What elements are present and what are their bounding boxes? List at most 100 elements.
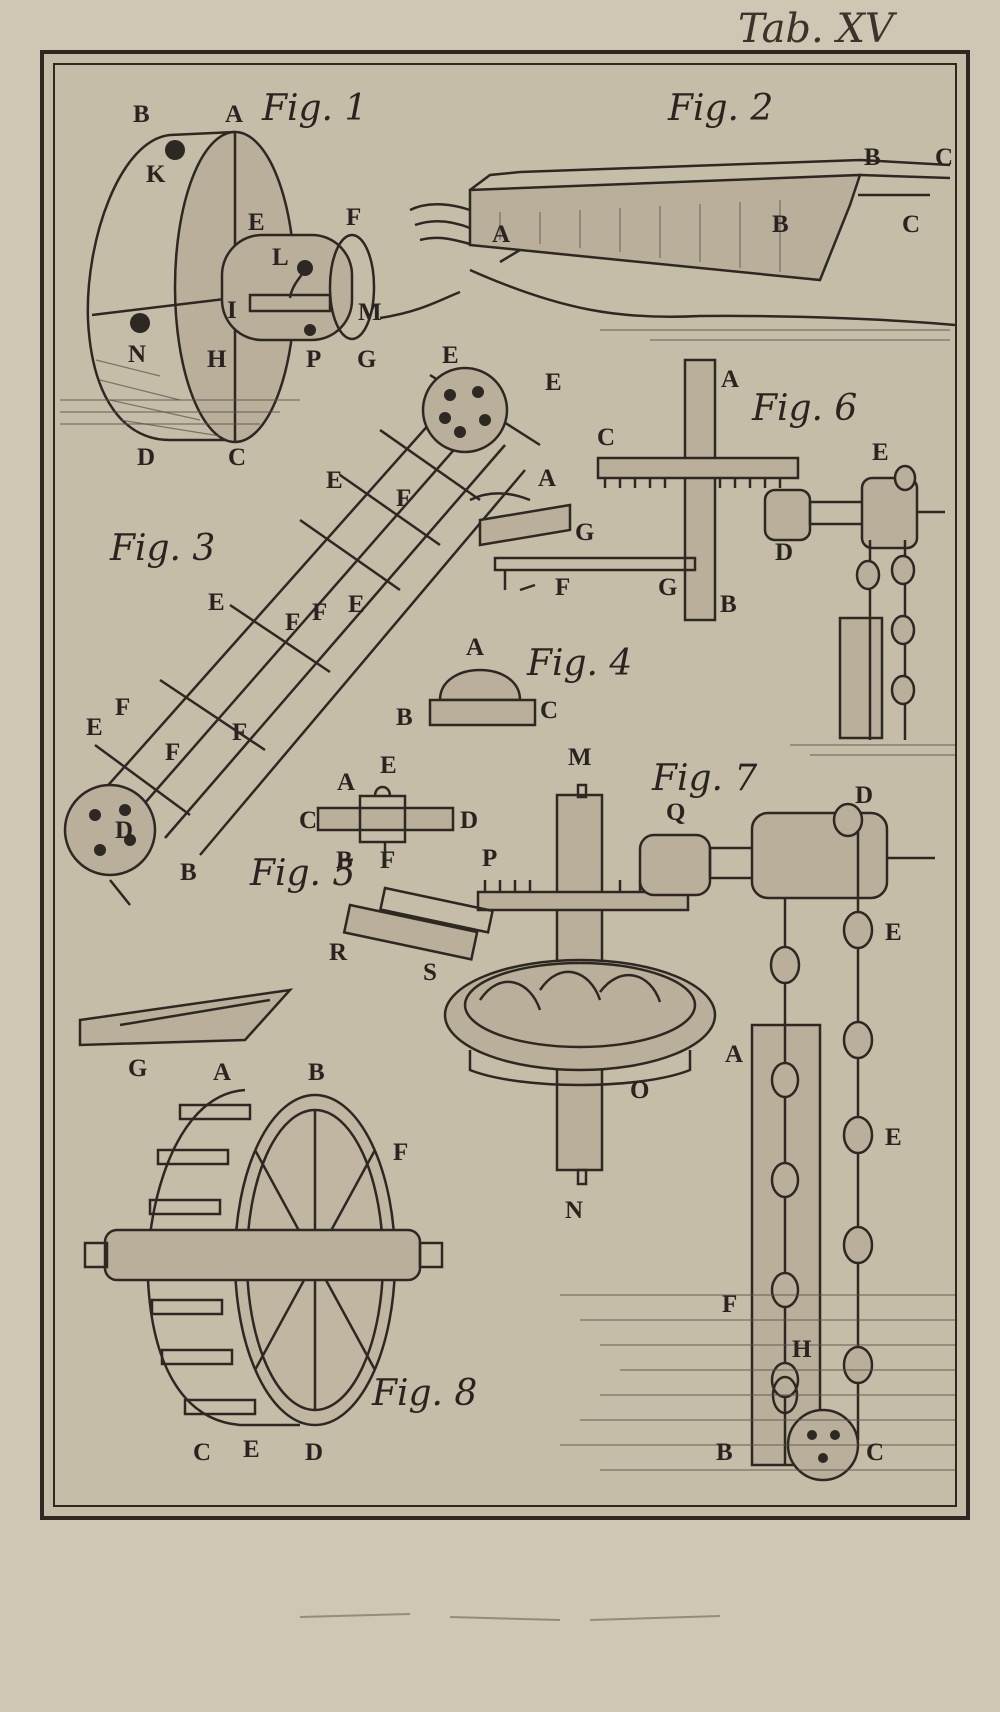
svg-text:O: O (630, 1077, 649, 1104)
svg-text:G: G (128, 1055, 147, 1082)
svg-text:B: B (180, 859, 197, 886)
fig4-labels: A B C (396, 634, 558, 731)
svg-text:C: C (597, 424, 615, 451)
svg-text:E: E (208, 589, 225, 616)
svg-text:A: A (225, 101, 243, 128)
svg-text:B: B (772, 211, 789, 238)
fig6-title: Fig. 6 (751, 388, 857, 429)
svg-text:E: E (243, 1436, 260, 1463)
svg-text:I: I (227, 297, 237, 324)
svg-text:C: C (228, 444, 246, 471)
fig5-labels: A E C D B F (299, 752, 478, 874)
fig5-disk (316, 785, 455, 855)
svg-text:A: A (466, 634, 484, 661)
svg-text:Q: Q (666, 799, 685, 826)
fig7-title: Fig. 7 (651, 758, 757, 799)
svg-text:F: F (722, 1291, 737, 1318)
svg-text:B: B (720, 591, 737, 618)
inner-border (53, 63, 957, 1507)
fig6-labels: A C E D G F B (555, 366, 889, 618)
fig3-chain-ladder (63, 366, 572, 906)
svg-text:A: A (213, 1059, 231, 1086)
svg-text:C: C (902, 211, 920, 238)
svg-text:A: A (337, 769, 355, 796)
svg-text:P: P (482, 845, 497, 872)
svg-text:M: M (568, 744, 592, 771)
svg-text:D: D (305, 1439, 323, 1466)
svg-text:A: A (492, 221, 510, 248)
svg-text:F: F (396, 485, 411, 512)
svg-text:K: K (146, 161, 166, 188)
fig4-title: Fig. 4 (526, 643, 632, 684)
svg-text:F: F (312, 599, 327, 626)
svg-text:B: B (336, 847, 353, 874)
svg-text:E: E (872, 439, 889, 466)
print-smudges (299, 1613, 721, 1621)
svg-text:H: H (207, 346, 227, 373)
svg-text:G: G (658, 574, 677, 601)
svg-text:E: E (545, 369, 562, 396)
svg-text:D: D (460, 807, 478, 834)
water-hatching-upper (60, 399, 300, 425)
svg-text:F: F (346, 204, 361, 231)
fig3-title: Fig. 3 (109, 528, 215, 569)
svg-text:F: F (232, 719, 247, 746)
svg-text:R: R (329, 939, 348, 966)
fig3-labels: E E E F F E F E F E F F D B A G (86, 342, 594, 886)
fig7-labels: M Q D P E R S A O E N F H B C (329, 744, 902, 1466)
svg-text:L: L (272, 244, 289, 271)
svg-text:C: C (193, 1439, 211, 1466)
fig4-dome (428, 668, 537, 727)
fig8-title: Fig. 8 (371, 1373, 477, 1414)
svg-text:E: E (348, 591, 365, 618)
svg-text:H: H (792, 1336, 812, 1363)
fig7-turbine-pump (342, 783, 955, 1482)
svg-text:D: D (855, 782, 873, 809)
svg-text:P: P (306, 346, 321, 373)
svg-text:C: C (935, 144, 953, 171)
fig8-water-wheel (78, 988, 444, 1427)
svg-text:E: E (326, 467, 343, 494)
fig1-title: Fig. 1 (261, 88, 367, 129)
svg-text:S: S (423, 959, 437, 986)
svg-text:B: B (308, 1059, 325, 1086)
svg-text:B: B (864, 144, 881, 171)
svg-text:C: C (299, 807, 317, 834)
svg-text:N: N (128, 341, 146, 368)
fig6-gear-chain (493, 358, 955, 756)
svg-text:D: D (775, 539, 793, 566)
svg-text:E: E (380, 752, 397, 779)
svg-text:E: E (885, 919, 902, 946)
svg-text:E: E (885, 1124, 902, 1151)
svg-text:M: M (358, 299, 382, 326)
svg-text:F: F (555, 574, 570, 601)
svg-text:F: F (115, 694, 130, 721)
svg-text:B: B (396, 704, 413, 731)
fig2-trough (409, 158, 956, 341)
svg-text:D: D (115, 817, 133, 844)
svg-text:C: C (866, 1439, 884, 1466)
svg-text:A: A (725, 1041, 743, 1068)
svg-text:F: F (285, 609, 300, 636)
svg-text:N: N (565, 1197, 583, 1224)
svg-text:D: D (137, 444, 155, 471)
svg-text:A: A (538, 465, 556, 492)
svg-text:A: A (721, 366, 739, 393)
fig8-labels: G A B F C E D (128, 1055, 408, 1466)
fig5-title: Fig. 5 (249, 853, 355, 894)
svg-text:F: F (380, 847, 395, 874)
svg-text:F: F (165, 739, 180, 766)
svg-text:E: E (86, 714, 103, 741)
svg-text:F: F (393, 1139, 408, 1166)
svg-text:E: E (442, 342, 459, 369)
plate-title: Tab. XV (738, 6, 898, 52)
fig1-labels: B A K E F L I M N H P G D C (128, 101, 382, 471)
fig2-title: Fig. 2 (667, 88, 773, 129)
fig2-labels: B C A B C (492, 144, 953, 248)
svg-text:C: C (540, 697, 558, 724)
svg-text:G: G (575, 519, 594, 546)
svg-text:B: B (716, 1439, 733, 1466)
svg-text:B: B (133, 101, 150, 128)
svg-text:G: G (357, 346, 376, 373)
